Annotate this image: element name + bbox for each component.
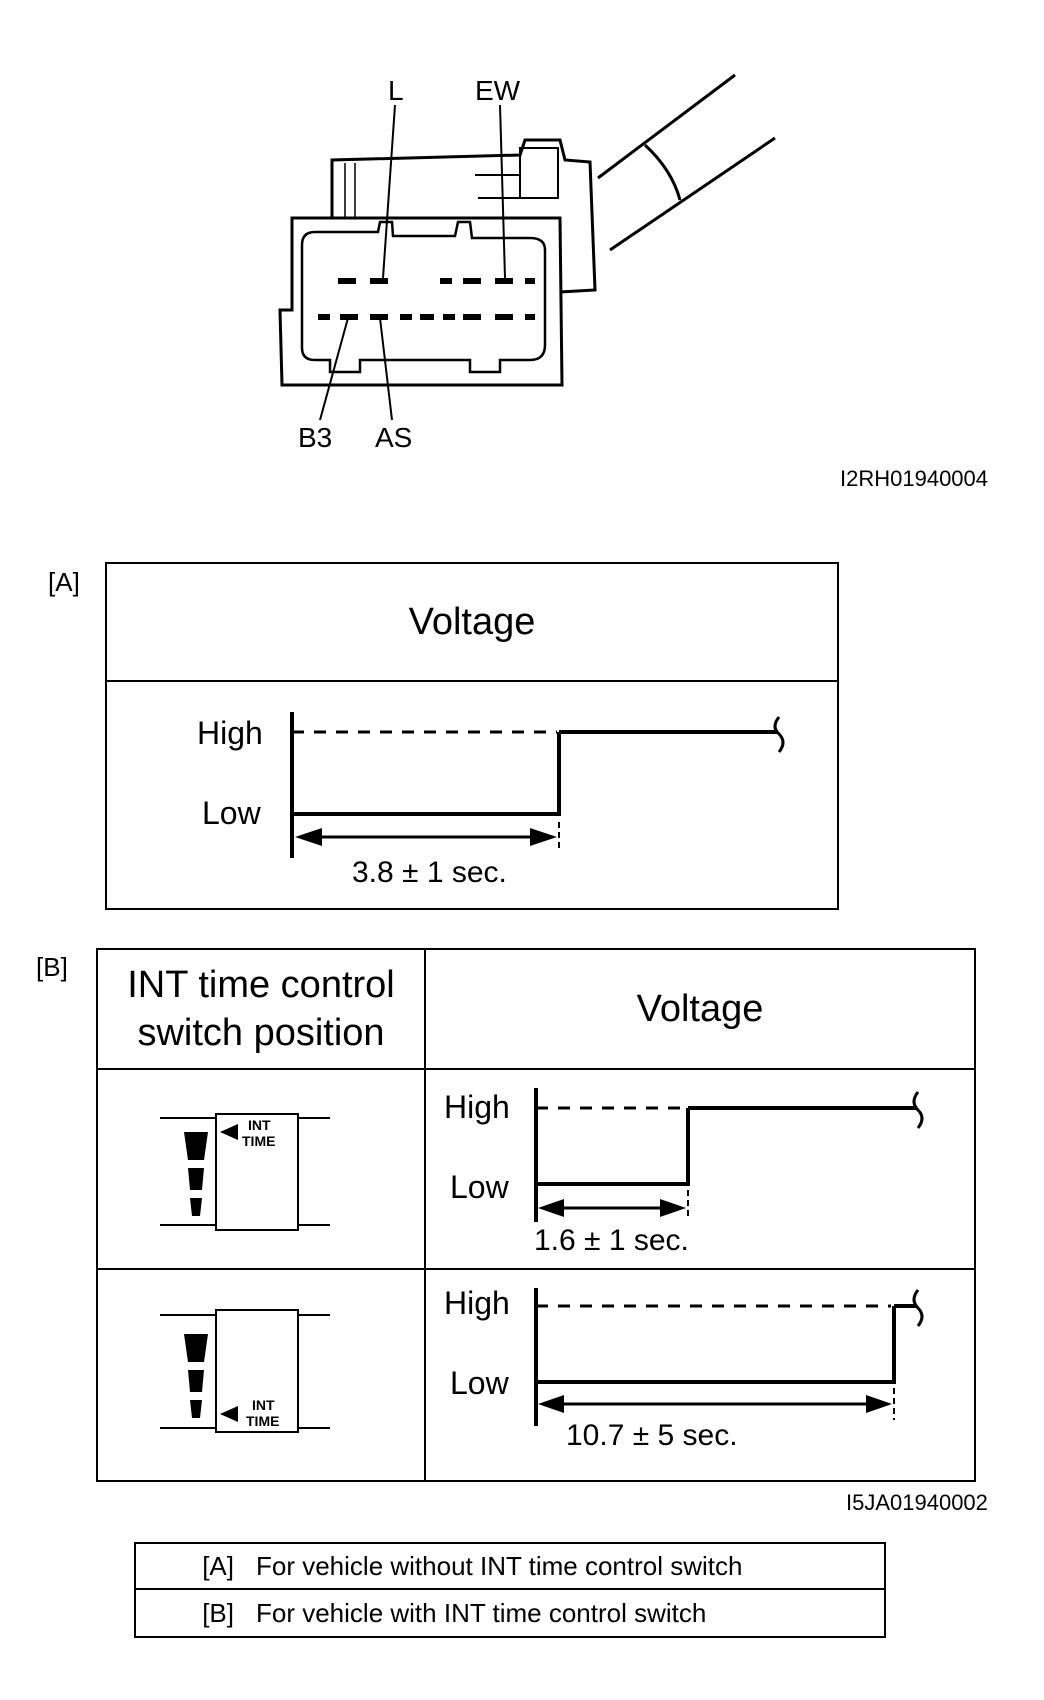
panel-a-low-label: Low xyxy=(202,795,262,831)
legend-text-b: For vehicle with INT time control switch xyxy=(256,1597,707,1628)
legend-row-a: [A] For vehicle without INT time control… xyxy=(136,1544,884,1590)
level-bar-small xyxy=(190,1198,202,1216)
legend-tag-b: [B] xyxy=(202,1597,234,1628)
lever-arm-lower xyxy=(609,136,776,252)
leader-ew xyxy=(499,104,506,279)
panel-a-header-text: Voltage xyxy=(408,600,536,643)
legend-row-b: [B] For vehicle with INT time control sw… xyxy=(136,1590,884,1636)
panel-b-col1-header-line2: switch position xyxy=(137,1012,385,1054)
connector-back-housing xyxy=(330,138,597,294)
int-switch-position-long: INT TIME xyxy=(160,1309,330,1433)
int-switch-position-short: INT TIME xyxy=(160,1113,330,1231)
panel-b-row2-duration: 10.7 ± 5 sec. xyxy=(566,1419,738,1452)
panel-a-duration: 3.8 ± 1 sec. xyxy=(352,856,507,889)
connector-diagram: L EW B3 AS I2RH01940004 xyxy=(278,73,988,491)
lever-arm-upper xyxy=(597,73,736,180)
panel-a-high-label: High xyxy=(197,715,263,751)
leader-l xyxy=(382,104,396,279)
switch-label-int-2: INT xyxy=(252,1397,275,1413)
connector-front-housing xyxy=(278,216,564,387)
connector-cavity xyxy=(300,220,547,374)
legend-text-a: For vehicle without INT time control swi… xyxy=(256,1550,743,1581)
label-ew: EW xyxy=(475,75,521,106)
leader-b3 xyxy=(319,317,349,421)
leader-as xyxy=(379,317,393,421)
panel-b-row2-low-label: Low xyxy=(450,1365,510,1401)
pointer-arrow-icon xyxy=(220,1406,238,1422)
panel-b-col2-header-text: Voltage xyxy=(636,987,764,1030)
level-bar-medium xyxy=(188,1168,204,1190)
level-bar-medium xyxy=(188,1370,204,1392)
panel-b-row1-duration: 1.6 ± 1 sec. xyxy=(534,1224,689,1257)
panel-b-row1-low-label: Low xyxy=(450,1169,510,1205)
label-l: L xyxy=(388,75,404,106)
level-bar-large xyxy=(184,1334,208,1362)
panel-b-row2-high-label: High xyxy=(444,1285,510,1321)
panel-a-waveform: High Low 3.8 ± 1 sec. xyxy=(197,712,785,889)
panel-b-tag: [B] xyxy=(36,952,68,982)
figure-id-connector: I2RH01940004 xyxy=(840,466,988,491)
legend-table: [A] For vehicle without INT time control… xyxy=(134,1542,886,1638)
legend-tag-a: [A] xyxy=(202,1550,234,1581)
level-bar-large xyxy=(184,1132,208,1160)
label-as: AS xyxy=(375,422,412,453)
panel-a-break-mark xyxy=(773,716,785,753)
level-bar-small xyxy=(190,1400,202,1418)
terminal-row-1 xyxy=(338,278,535,284)
terminal-row-2 xyxy=(318,314,535,320)
panel-b-col1-header-line1: INT time control xyxy=(127,964,395,1006)
panel-b-waveform-1: High Low 1.6 ± 1 sec. xyxy=(444,1088,924,1257)
panel-b-row1-high-label: High xyxy=(444,1089,510,1125)
switch-label-int-1: INT xyxy=(248,1117,271,1133)
switch-label-time-2: TIME xyxy=(246,1413,279,1429)
panel-a-table: Voltage High Low 3.8 ± 1 sec. xyxy=(105,562,839,910)
panel-b-col2-header: Voltage xyxy=(426,950,974,1068)
figure-id-panels: I5JA01940002 xyxy=(846,1490,988,1515)
panel-b-waveform-2: High Low 10.7 ± 5 sec. xyxy=(444,1285,924,1452)
lever-arc xyxy=(643,143,682,201)
panel-a-tag: [A] xyxy=(48,567,80,597)
panel-a-header: Voltage xyxy=(107,564,837,682)
panel-b-table: INT time control switch position Voltage… xyxy=(96,948,976,1482)
panel-b-col1-header: INT time control switch position xyxy=(98,950,424,1068)
switch-label-time-1: TIME xyxy=(242,1133,275,1149)
label-b3: B3 xyxy=(298,422,332,453)
pointer-arrow-icon xyxy=(220,1124,238,1140)
